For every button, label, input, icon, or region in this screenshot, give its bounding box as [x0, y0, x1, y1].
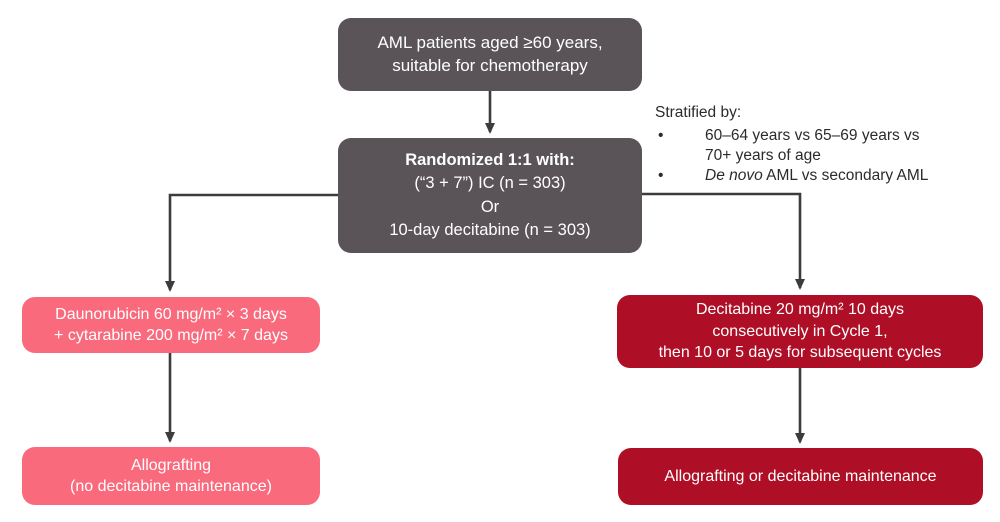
decitabine-arm-line-1: Decitabine 20 mg/m² 10 days	[695, 301, 905, 319]
stratification-age-line-2: 70+ years of age	[705, 147, 821, 165]
stratification-item-age: • 60–64 years vs 65–69 years vs 70+ year…	[655, 126, 1000, 166]
ic-arm-line-1: Daunorubicin 60 mg/m² × 3 days	[55, 305, 287, 323]
randomization-line-1: (“3 + 7”) IC (n = 303)	[414, 174, 566, 193]
bullet-icon: •	[658, 167, 664, 185]
eligibility-line-1: AML patients aged ≥60 years,	[377, 32, 603, 52]
randomization-line-3: 10-day decitabine (n = 303)	[389, 220, 591, 239]
randomization-node: Randomized 1:1 with: (“3 + 7”) IC (n = 3…	[338, 138, 642, 253]
connector-randomization-to-decitabine-arm	[641, 192, 805, 290]
stratification-item-age-text: 60–64 years vs 65–69 years vs 70+ years …	[705, 126, 920, 166]
stratification-item-denovo: • De novo AML vs secondary AML	[655, 166, 1000, 186]
decitabine-outcome-node: Allografting or decitabine maintenance	[618, 448, 983, 505]
bullet-icon: •	[658, 127, 664, 145]
decitabine-arm-line-2: consecutively in Cycle 1,	[712, 322, 888, 340]
stratification-age-line-1: 60–64 years vs 65–69 years vs	[705, 127, 920, 145]
ic-outcome-line-2: (no decitabine maintenance)	[70, 478, 272, 495]
ic-outcome-line-1: Allografting	[130, 456, 212, 474]
ic-arm-line-2: + cytarabine 200 mg/m² × 7 days	[54, 327, 288, 344]
stratification-denovo-rest: AML vs secondary AML	[762, 167, 929, 185]
ic-arm-node: Daunorubicin 60 mg/m² × 3 days + cytarab…	[22, 297, 320, 353]
randomization-line-2: Or	[480, 197, 500, 216]
eligibility-line-2: suitable for chemotherapy	[392, 55, 588, 75]
stratification-item-denovo-text: De novo AML vs secondary AML	[705, 166, 928, 186]
decitabine-arm-node: Decitabine 20 mg/m² 10 days consecutivel…	[617, 295, 983, 368]
stratification-denovo-italic: De novo	[705, 167, 763, 185]
decitabine-outcome-text: Allografting or decitabine maintenance	[664, 467, 937, 485]
stratification-note: Stratified by: • 60–64 years vs 65–69 ye…	[655, 103, 1000, 187]
stratification-heading: Stratified by:	[655, 104, 742, 121]
randomization-title: Randomized 1:1 with:	[405, 151, 575, 170]
eligibility-node: AML patients aged ≥60 years, suitable fo…	[338, 18, 642, 91]
ic-outcome-node: Allografting (no decitabine maintenance)	[22, 447, 320, 505]
connector-randomization-to-ic-arm	[165, 193, 339, 292]
decitabine-arm-line-3: then 10 or 5 days for subsequent cycles	[658, 344, 942, 362]
